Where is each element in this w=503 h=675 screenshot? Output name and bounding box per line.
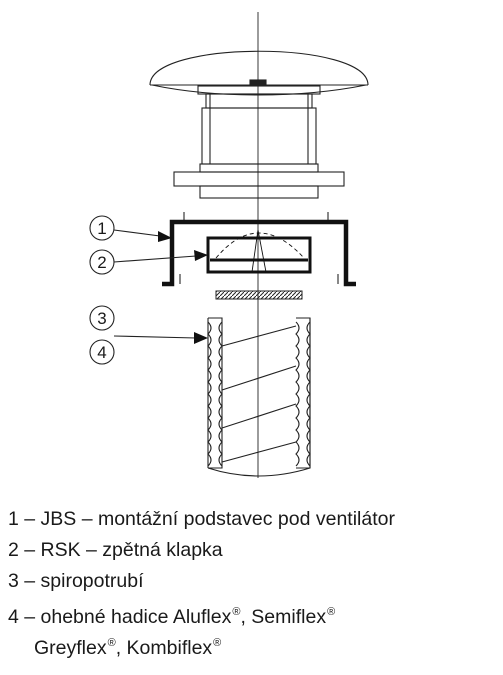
legend-item-4-text-a: 4 – ohebné hadice Aluflex — [8, 606, 232, 628]
legend-item-1: 1 – JBS – montážní podstavec pod ventilá… — [8, 508, 395, 530]
legend-item-4-continued: Greyflex®, Kombiflex® — [34, 629, 221, 663]
svg-text:2: 2 — [97, 253, 106, 272]
fan-hood — [149, 50, 369, 96]
callout-1: 1 — [89, 215, 172, 242]
svg-text:3: 3 — [97, 309, 106, 328]
legend-item-4-text-b: , Semiflex — [240, 606, 327, 628]
legend-item-4-text-d: , Kombiflex — [115, 637, 213, 659]
registered-mark: ® — [107, 637, 116, 649]
callout-3: 3 — [89, 305, 115, 331]
ventilator-assembly-diagram: 1 2 3 4 — [89, 12, 369, 478]
legend-item-3: 3 – spiropotrubí — [8, 570, 144, 592]
registered-mark: ® — [232, 606, 241, 618]
legend-item-4: 4 – ohebné hadice Aluflex®, Semiflex® — [8, 598, 335, 632]
legend-item-4-text-c: Greyflex — [34, 637, 107, 659]
flange-plate — [215, 290, 303, 300]
registered-mark: ® — [213, 637, 222, 649]
registered-mark: ® — [327, 606, 336, 618]
legend-item-2: 2 – RSK – zpětná klapka — [8, 539, 223, 561]
svg-text:4: 4 — [97, 343, 106, 362]
fan-body — [173, 79, 345, 199]
svg-text:1: 1 — [97, 219, 106, 238]
callout-2: 2 — [89, 249, 208, 275]
rsk-check-valve — [206, 229, 312, 274]
jbs-mounting-base — [162, 212, 356, 287]
flexible-hose — [207, 317, 311, 477]
callout-4: 4 — [89, 332, 208, 365]
